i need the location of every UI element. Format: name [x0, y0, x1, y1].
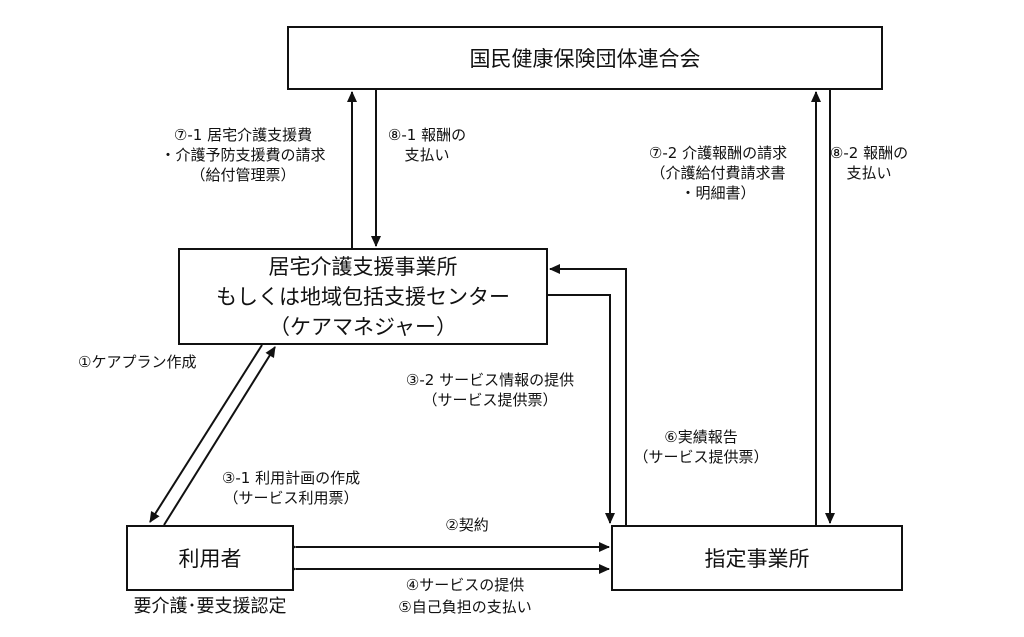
label-8-1: ⑧-1 報酬の 支払い: [382, 125, 472, 165]
care-office-line-2: もしくは地域包括支援センター: [216, 284, 510, 309]
certification-label: 要介護･要支援認定: [108, 597, 312, 617]
kokuho-label: 国民健康保険団体連合会: [469, 47, 701, 71]
user-label: 利用者: [178, 547, 242, 571]
label-7-1-line-2: ・介護予防支援費の請求: [160, 146, 326, 164]
label-7-2-line-3: ・明細書）: [680, 184, 756, 202]
label-3-2-line-1: ③-2 サービス情報の提供: [405, 371, 575, 389]
label-7-1-line-3: （給付管理票）: [190, 166, 296, 184]
label-7-2-line-2: （介護給付費請求書: [650, 164, 786, 182]
label-7-1: ⑦-1 居宅介護支援費 ・介護予防支援費の請求 （給付管理票）: [138, 125, 348, 185]
label-3-2-line-2: （サービス提供票）: [422, 391, 558, 409]
label-7-2-line-1: ⑦-2 介護報酬の請求: [648, 144, 788, 162]
care-office-line-1: 居宅介護支援事業所: [268, 254, 458, 279]
provider-box: 指定事業所: [611, 525, 903, 591]
label-4-text: ④サービスの提供: [405, 576, 525, 594]
label-5: ⑤自己負担の支払い: [350, 597, 580, 617]
user-box: 利用者: [126, 525, 294, 591]
label-8-1-line-1: ⑧-1 報酬の: [387, 126, 467, 144]
label-3-1: ③-1 利用計画の作成 （サービス利用票）: [186, 468, 396, 508]
label-3-2: ③-2 サービス情報の提供 （サービス提供票）: [370, 370, 610, 410]
label-2-text: ②契約: [445, 516, 489, 534]
care-office-box: 居宅介護支援事業所 もしくは地域包括支援センター （ケアマネジャー）: [178, 248, 548, 345]
arrow-3-1: [163, 346, 276, 526]
label-6-line-1: ⑥実績報告: [664, 428, 738, 446]
label-1-text: ①ケアプラン作成: [78, 353, 197, 371]
label-8-2: ⑧-2 報酬の 支払い: [824, 143, 914, 183]
label-3-1-line-1: ③-1 利用計画の作成: [221, 469, 361, 487]
label-2: ②契約: [412, 515, 522, 535]
label-6: ⑥実績報告 （サービス提供票）: [618, 427, 784, 467]
kokuho-box: 国民健康保険団体連合会: [287, 26, 883, 90]
label-5-text: ⑤自己負担の支払い: [398, 598, 532, 616]
label-7-2: ⑦-2 介護報酬の請求 （介護給付費請求書 ・明細書）: [623, 143, 813, 203]
certification-text: 要介護･要支援認定: [133, 596, 287, 617]
label-1: ①ケアプラン作成: [78, 352, 196, 372]
label-7-1-line-1: ⑦-1 居宅介護支援費: [173, 126, 313, 144]
provider-label: 指定事業所: [704, 547, 810, 571]
care-office-line-3: （ケアマネジャー）: [269, 314, 457, 339]
arrow-1: [149, 344, 263, 523]
arrow-6: [549, 264, 627, 525]
label-6-line-2: （サービス提供票）: [633, 448, 769, 466]
label-3-1-line-2: （サービス利用票）: [223, 489, 359, 507]
label-8-2-line-2: 支払い: [846, 164, 892, 182]
label-8-2-line-1: ⑧-2 報酬の: [829, 144, 909, 162]
label-8-1-line-2: 支払い: [404, 146, 450, 164]
label-4: ④サービスの提供: [350, 575, 580, 595]
arrow-3-2: [548, 294, 615, 524]
